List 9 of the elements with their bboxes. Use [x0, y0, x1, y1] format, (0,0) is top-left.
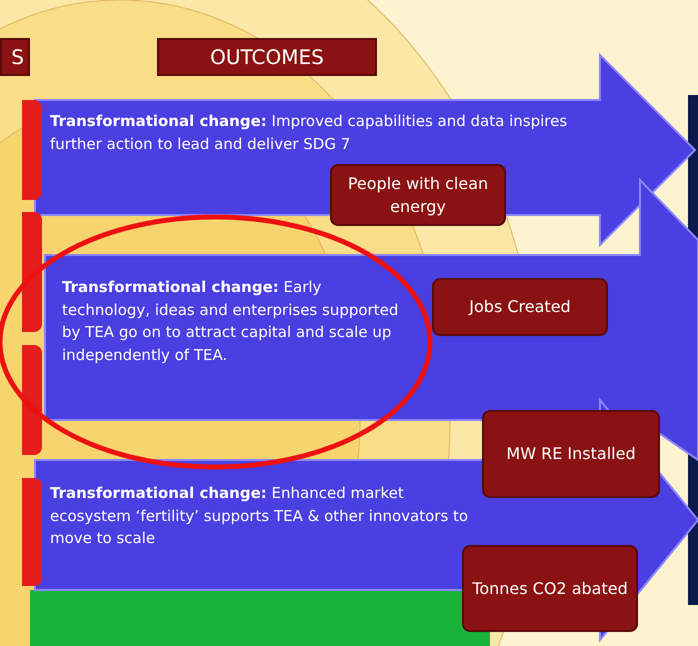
- section-header: S: [0, 38, 30, 76]
- box-edge: [22, 345, 42, 455]
- box-edge: [22, 478, 42, 586]
- arrow-text: Transformational change: Early technology, ideas and enterprises supported by TEA go on to attract capital and scale up independently of TEA.: [62, 277, 400, 366]
- arrow-text: Transformational change: Improved capabilities and data inspires further action to lead and deliver SDG 7: [50, 111, 568, 154]
- box-edge: [22, 100, 42, 200]
- box-edge: [22, 212, 42, 332]
- section-header: OUTCOMES: [157, 38, 377, 76]
- outcome-box: MW RE Installed: [482, 410, 660, 498]
